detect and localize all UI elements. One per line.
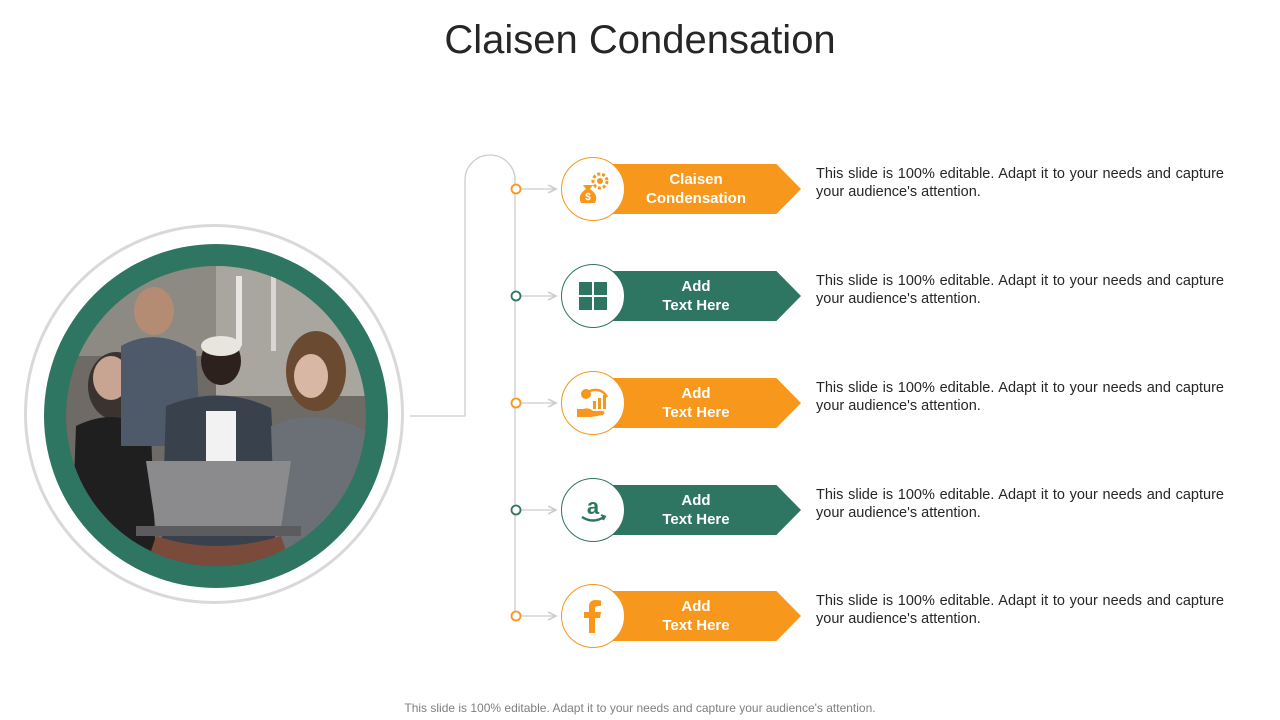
connector-dot bbox=[510, 183, 522, 195]
label-banner bbox=[596, 164, 801, 214]
windows-logo-icon bbox=[561, 264, 625, 328]
item-description: This slide is 100% editable. Adapt it to… bbox=[816, 593, 1224, 627]
amazon-logo-icon: a bbox=[561, 478, 625, 542]
page-title: Claisen Condensation bbox=[444, 18, 836, 62]
hand-coin-growth-icon bbox=[561, 371, 625, 435]
list-item: Add Text Here a This slide is 100% edita… bbox=[0, 478, 1280, 548]
label-banner bbox=[596, 591, 801, 641]
item-label: Claisen Condensation bbox=[646, 171, 746, 207]
item-label: Add Text Here bbox=[662, 385, 730, 421]
list-item: Add Text Here This slide is 100% editabl… bbox=[0, 371, 1280, 441]
money-bag-gear-icon: $ bbox=[561, 157, 625, 221]
footer-note: This slide is 100% editable. Adapt it to… bbox=[404, 701, 876, 715]
label-banner bbox=[596, 485, 801, 535]
list-item: Claisen Condensation $ This slide is 100… bbox=[0, 157, 1280, 227]
connector-dot bbox=[510, 610, 522, 622]
item-label: Add Text Here bbox=[662, 598, 730, 634]
item-description: This slide is 100% editable. Adapt it to… bbox=[816, 487, 1224, 521]
svg-text:a: a bbox=[587, 494, 600, 519]
list-item: Add Text Here This slide is 100% editabl… bbox=[0, 584, 1280, 654]
list-item: Add Text Here This slide is 100% editabl… bbox=[0, 264, 1280, 334]
item-label: Add Text Here bbox=[662, 278, 730, 314]
item-label: Add Text Here bbox=[662, 492, 730, 528]
svg-text:$: $ bbox=[585, 192, 591, 203]
photo-outer-ring bbox=[24, 224, 404, 604]
item-description: This slide is 100% editable. Adapt it to… bbox=[816, 166, 1224, 200]
item-description: This slide is 100% editable. Adapt it to… bbox=[816, 380, 1224, 414]
connector-dot bbox=[510, 504, 522, 516]
connector-dot bbox=[510, 290, 522, 302]
connector-dot bbox=[510, 397, 522, 409]
label-banner bbox=[596, 378, 801, 428]
facebook-logo-icon bbox=[561, 584, 625, 648]
item-description: This slide is 100% editable. Adapt it to… bbox=[816, 273, 1224, 307]
label-banner bbox=[596, 271, 801, 321]
